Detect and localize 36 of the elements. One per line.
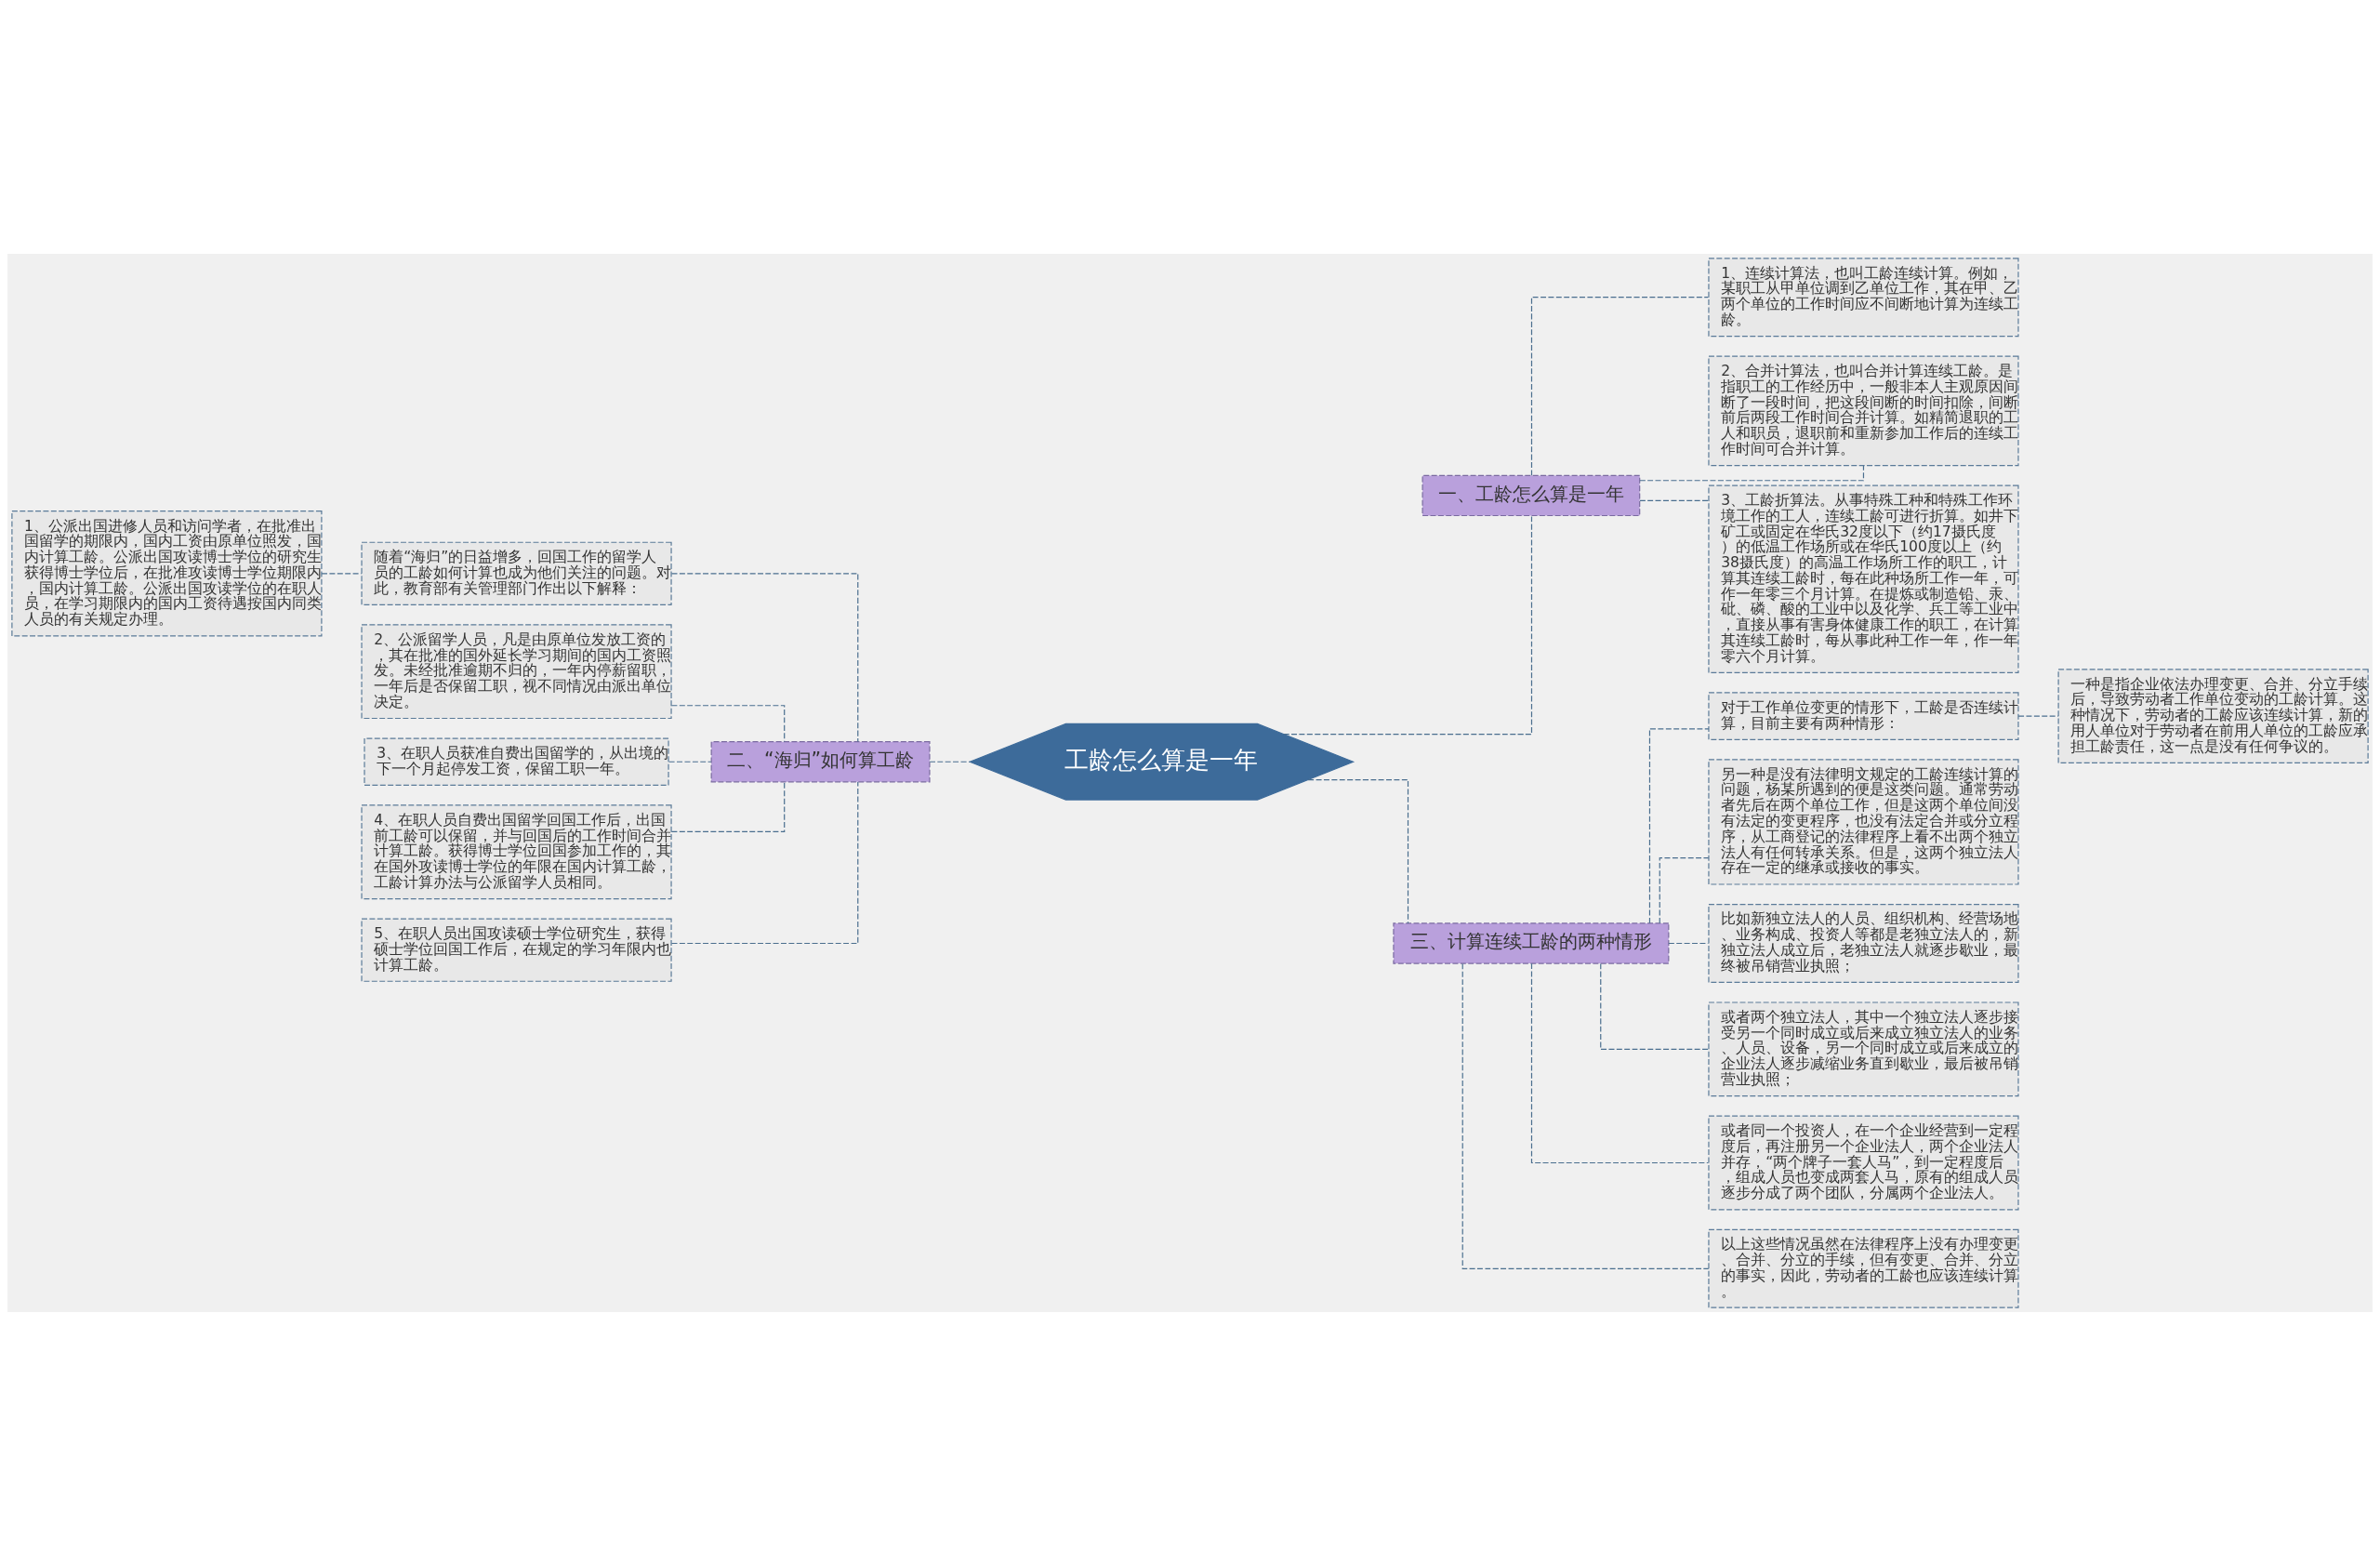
connector: [670, 780, 859, 944]
connector: [1283, 514, 1533, 735]
connector: [1461, 962, 1710, 1269]
connector: [1668, 942, 1709, 944]
node-box: 另一种是没有法律明文规定的工龄连续计算的问题，杨某所遇到的便是这类问题。通常劳动者先后在两个单位工作，但是这两个单位间没有法定的变更程序，也没有法定合并或分立程序，从工商登记的法律程序上看不出两个独立法人有任何转承关系。但是，这两个独立法人存在一定的继承或接收的事实。: [1708, 758, 2019, 885]
connector: [1530, 962, 1710, 1163]
connector: [2017, 715, 2059, 717]
node-box: 5、在职人员出国攻读硕士学位研究生，获得硕士学位回国工作后，在规定的学习年限内也计算工龄。: [361, 918, 672, 982]
node-box: 2、合并计算法，也叫合并计算连续工龄。是指职工的工作经历中，一般非本人主观原因间断了一段时间，把这段间断的时间扣除，间断前后两段工作时间合并计算。如精简退职的工人和职员，退职前和重新参加工作后的连续工作时间可合并计算。: [1708, 355, 2019, 466]
node-box: 以上这些情况虽然在法律程序上没有办理变更、合并、分立的手续，但有变更、合并、分立的事实，因此，劳动者的工龄也应该连续计算。: [1708, 1228, 2019, 1308]
node-box: 1、公派出国进修人员和访问学者，在批准出国留学的期限内，国内工资由原单位照发，国内计算工龄。公派出国攻读博士学位的研究生获得博士学位后，在批准攻读博士学位期限内，国内计算工龄。公派出国攻读学位的在职人员，在学习期限内的国内工资待遇按国内同类人员的有关规定办理。: [11, 510, 323, 636]
connector: [668, 761, 712, 763]
connector: [1307, 778, 1409, 923]
connector: [1639, 499, 1710, 501]
node-box: 比如新独立法人的人员、组织机构、经营场地、业务构成、投资人等都是老独立法人的，新独立法人成立后，老独立法人就逐步歇业，最终被吊销营业执照；: [1708, 903, 2019, 983]
node-box: 对于工作单位变更的情形下，工龄是否连续计算，目前主要有两种情形：: [1708, 691, 2019, 740]
node-box: 一种是指企业依法办理变更、合并、分立手续后，导致劳动者工作单位变动的工龄计算。这种情况下，劳动者的工龄应该连续计算，新的用人单位对于劳动者在前用人单位的工龄应承担工龄责任，这一点是没有任何争议的。: [2057, 668, 2369, 763]
connector: [1659, 856, 1710, 923]
node-box: 或者同一个投资人，在一个企业经营到一定程度后，再注册另一个企业法人，两个企业法人并存，“两个牌子一套人马”，到一定程度后，组成人员也变成两套人马，原有的组成人员逐步分成了两个团队，分属两个企业法人。: [1708, 1115, 2019, 1210]
node-box: 一、工龄怎么算是一年: [1421, 474, 1641, 516]
connector: [670, 704, 786, 742]
node-box: 1、连续计算法，也叫工龄连续计算。例如，某职工从甲单位调到乙单位工作，其在甲、乙两个单位的工作时间应不间断地计算为连续工龄。: [1708, 257, 2019, 337]
connector: [321, 572, 363, 574]
connector: [670, 572, 859, 742]
node-box: 2、公派留学人员，凡是由原单位发放工资的，其在批准的国外延长学习期间的国内工资照发。未经批准逾期不归的，一年内停薪留职，一年后是否保留工职，视不同情况由派出单位决定。: [361, 623, 672, 719]
node-box: 三、计算连续工龄的两种情形: [1393, 922, 1670, 964]
node-box: 随着“海归”的日益增多，回国工作的留学人员的工龄如何计算也成为他们关注的问题。对此，教育部有关管理部门作出以下解释：: [361, 541, 672, 605]
node-box: 或者两个独立法人，其中一个独立法人逐步接受另一个同时成立或后来成立独立法人的业务、人员、设备，另一个同时成立或后来成立的企业法人逐步减缩业务直到歇业，最后被吊销营业执照；: [1708, 1001, 2019, 1096]
node-box: 3、工龄折算法。从事特殊工种和特殊工作环境工作的工人，连续工龄可进行折算。如井下矿工或固定在华氏32度以下（约17摄氏度）的低温工作场所或在华氏100度以上（约38摄氏度）的高温工作场所工作的职工，计算其连续工龄时，每在此种场所工作一年，可作一年零三个月计算。在提炼或制造铅、汞、砒、磷、酸的工业中以及化学、兵工等工业中，直接从事有害身体健康工作的职工，在计算其连续工龄时，每从事此种工作一年，作一年零六个月计算。: [1708, 484, 2019, 673]
connector: [1530, 296, 1710, 476]
node-box: 3、在职人员获准自费出国留学的，从出境的下一个月起停发工资，保留工职一年。: [364, 737, 669, 786]
node-box: 二、“海归”如何算工龄: [710, 740, 931, 782]
connector: [1600, 962, 1710, 1050]
node-box: 4、在职人员自费出国留学回国工作后，出国前工龄可以保留，并与回国后的工作时间合并计算工龄。获得博士学位回国参加工作的，其在国外攻读博士学位的年限在国内计算工龄，工龄计算办法与公派留学人员相同。: [361, 803, 672, 899]
connector: [1648, 727, 1710, 923]
connector: [929, 761, 971, 763]
